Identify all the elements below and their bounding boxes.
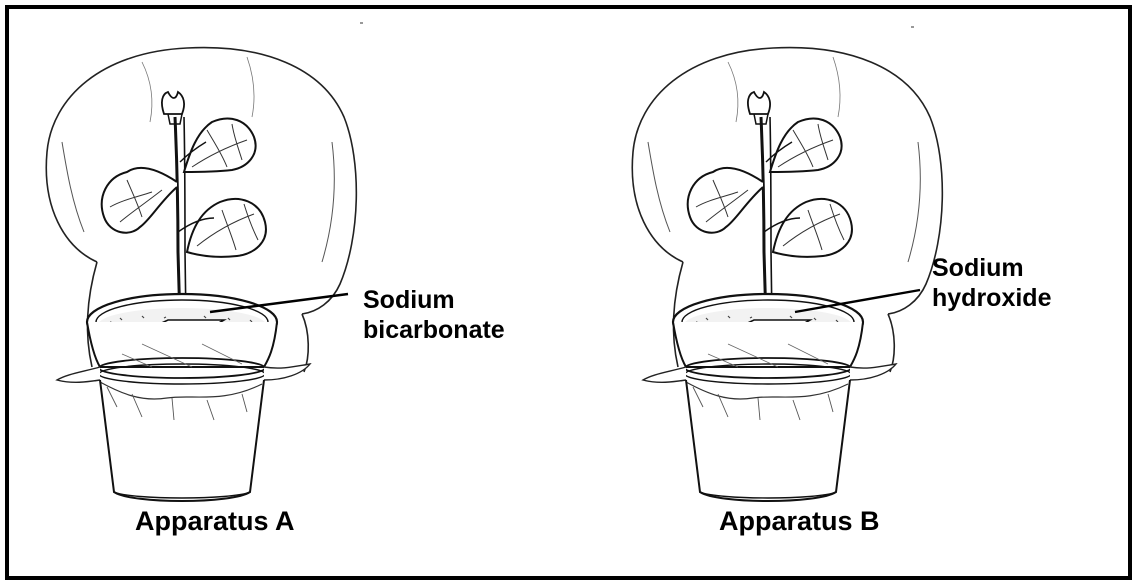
apparatus-b-chemical-label: Sodium hydroxide [932, 253, 1051, 313]
apparatus-b-chemical-line1: Sodium [932, 253, 1051, 283]
apparatus-b-chemical-line2: hydroxide [932, 283, 1051, 313]
apparatus-a-chemical-label: Sodium bicarbonate [363, 285, 505, 345]
apparatus-b-drawing [632, 48, 942, 501]
apparatus-a-chemical-line1: Sodium [363, 285, 505, 315]
apparatus-a-caption: Apparatus A [135, 506, 295, 536]
apparatus-b-caption: Apparatus B [719, 506, 880, 536]
apparatus-a-chemical-line2: bicarbonate [363, 315, 505, 345]
apparatus-a-drawing [46, 48, 356, 501]
